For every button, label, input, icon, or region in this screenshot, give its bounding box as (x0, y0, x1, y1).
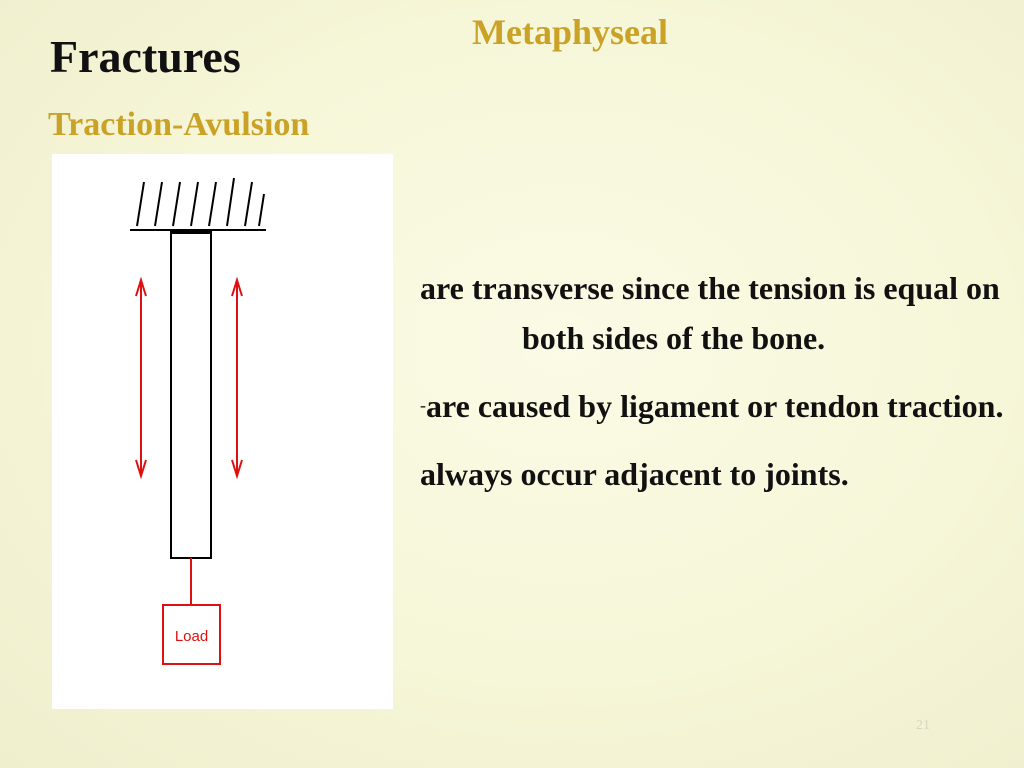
right-tension-arrow (231, 276, 243, 480)
traction-diagram: Load (52, 154, 393, 709)
bullet-list: are transverse since the tension is equa… (420, 262, 1010, 516)
bullet-text: are caused by ligament or tendon tractio… (426, 388, 1004, 424)
left-tension-arrow (135, 276, 147, 480)
ceiling-support (130, 177, 266, 231)
slide-subtitle: Traction-Avulsion (48, 106, 310, 143)
load-label: Load (175, 628, 208, 645)
bullet-item: -are caused by ligament or tendon tracti… (420, 380, 1010, 431)
bullet-text: always occur adjacent to joints. (420, 456, 849, 492)
bone-shape (170, 231, 212, 559)
page-number: 21 (916, 718, 930, 733)
load-box (162, 604, 221, 665)
bullet-item: are transverse since the tension is equa… (420, 262, 1010, 363)
bullet-item: always occur adjacent to joints. (420, 448, 1010, 499)
slide-title: Fractures (50, 31, 241, 82)
bullet-prefix: - (420, 395, 426, 415)
section-heading: Metaphyseal (472, 12, 668, 52)
bullet-text: are transverse since the tension is equa… (420, 270, 1000, 356)
